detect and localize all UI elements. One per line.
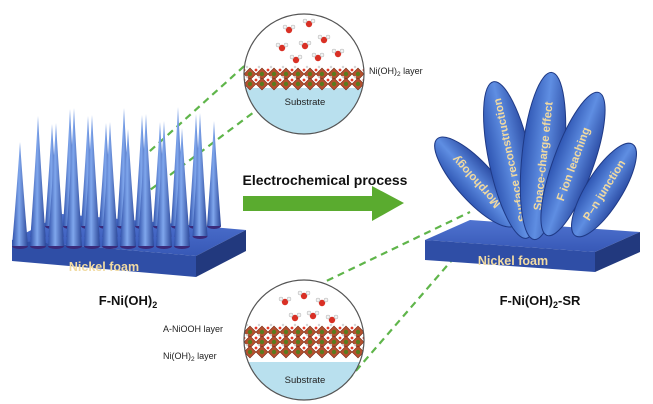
bottom-inset-layer-label: Ni(OH)2 layer: [163, 351, 217, 363]
right-platform-label: Nickel foam: [478, 254, 548, 268]
top-inset-layer-label: Ni(OH)2 layer: [369, 66, 423, 78]
top-inset-substrate-label: Substrate: [285, 97, 326, 108]
spike: [192, 113, 208, 236]
top-inset-water-molecules: [275, 18, 345, 64]
spike-array: [12, 107, 221, 249]
top-inset-substrate: [244, 88, 364, 134]
spike: [30, 127, 46, 246]
top-inset-lattice: [244, 65, 364, 91]
left-nickel-foam-assembly: Nickel foam F-Ni(OH)2: [12, 107, 246, 310]
left-platform-side: [196, 230, 246, 277]
bottom-inset: Substrate A-NiOOH layer Ni(OH)2 layer: [163, 279, 365, 401]
top-inset: Substrate Ni(OH)2 layer: [243, 13, 423, 135]
spike: [12, 142, 28, 246]
spike: [84, 126, 100, 246]
left-platform-label: Nickel foam: [69, 260, 139, 274]
arrow-shape: [243, 186, 404, 221]
spike: [156, 132, 172, 246]
spike: [138, 125, 154, 246]
left-platform-front: [12, 240, 196, 277]
arrow-label: Electrochemical process: [243, 172, 408, 188]
spike: [174, 139, 190, 246]
spike: [48, 134, 64, 246]
right-platform-side: [595, 232, 640, 272]
right-caption: F-Ni(OH)2-SR: [500, 293, 581, 310]
bottom-inset-lattice: [244, 323, 364, 359]
left-caption: F-Ni(OH)2: [99, 293, 157, 310]
spike: [120, 140, 136, 246]
spike: [102, 133, 118, 246]
spike: [207, 121, 221, 226]
bottom-inset-water-molecules: [278, 290, 339, 324]
right-platform-front: [425, 240, 595, 272]
bottom-inset-top-layer-label: A-NiOOH layer: [163, 324, 223, 334]
bottom-inset-substrate-label: Substrate: [285, 375, 326, 386]
process-arrow: Electrochemical process: [243, 172, 408, 221]
spike: [66, 141, 82, 246]
